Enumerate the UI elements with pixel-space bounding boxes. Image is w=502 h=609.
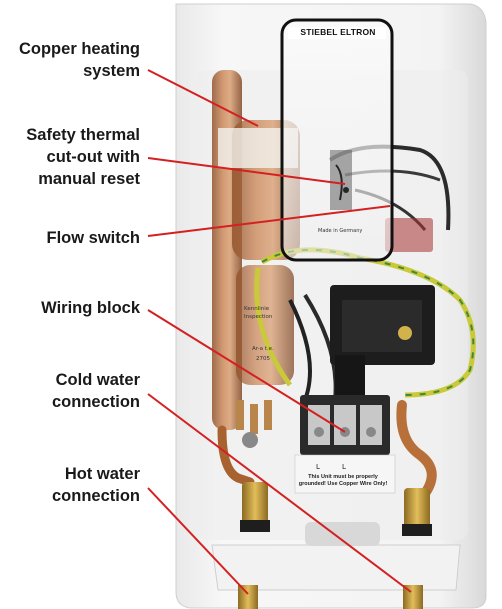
label-copper-heating: Copper heating system [0, 38, 140, 82]
fittings [240, 482, 432, 536]
front-panel [280, 18, 394, 262]
callout-wiring [147, 309, 346, 433]
cold-water-connector [238, 585, 258, 609]
hot-water-connector [403, 585, 423, 609]
wiring-block [294, 395, 396, 494]
sticker-text-4: 2705 [256, 356, 270, 362]
made-in-text: Made in Germany [318, 228, 363, 234]
callout-cold [147, 393, 412, 593]
bottom-tray [211, 544, 461, 591]
label-hot-line1: Hot water [64, 465, 140, 483]
label-copper-line2: system [83, 62, 140, 80]
label-thermal-cutout: Safety thermal cut-out with manual reset [0, 124, 140, 190]
sticker-text-2: Inspection [244, 314, 273, 320]
label-cold-line1: Cold water [55, 371, 140, 389]
terminal-label-l2: L [342, 463, 346, 471]
label-flow-line1: Flow switch [46, 229, 140, 247]
label-thermal-line2: cut-out with [46, 148, 140, 166]
bottom-slot [305, 522, 380, 546]
brand-bar [288, 27, 386, 39]
cable-glands [236, 400, 272, 448]
hot-water-pipe [396, 400, 437, 497]
callout-flow [147, 205, 391, 237]
sticker-text-3: Ar-a t.e. [252, 346, 274, 352]
label-cold-water: Cold water connection [0, 369, 140, 413]
label-cold-line2: connection [51, 393, 140, 411]
label-wiring-line1: Wiring block [41, 299, 140, 317]
callout-copper [147, 69, 259, 127]
callout-hot [147, 487, 249, 595]
thermal-cutout [330, 150, 352, 210]
label-thermal-line3: manual reset [38, 170, 140, 188]
label-thermal-line1: Safety thermal [26, 126, 140, 144]
ground-warning-text: This Unit must be properly grounded! Use… [298, 474, 388, 487]
label-flow-switch: Flow switch [0, 227, 140, 249]
sticker-text-1: Kennlinie [244, 306, 270, 312]
label-hot-water: Hot water connection [0, 463, 140, 507]
switch-block [330, 285, 435, 395]
label-wiring-block: Wiring block [0, 297, 140, 319]
label-copper-line1: Copper heating [18, 40, 140, 58]
callout-lines [147, 69, 412, 595]
brand-logo: STIEBEL ELTRON [300, 27, 376, 37]
label-hot-line2: connection [51, 487, 140, 505]
callout-thermal [147, 157, 346, 185]
terminal-label-l1: L [316, 463, 320, 471]
